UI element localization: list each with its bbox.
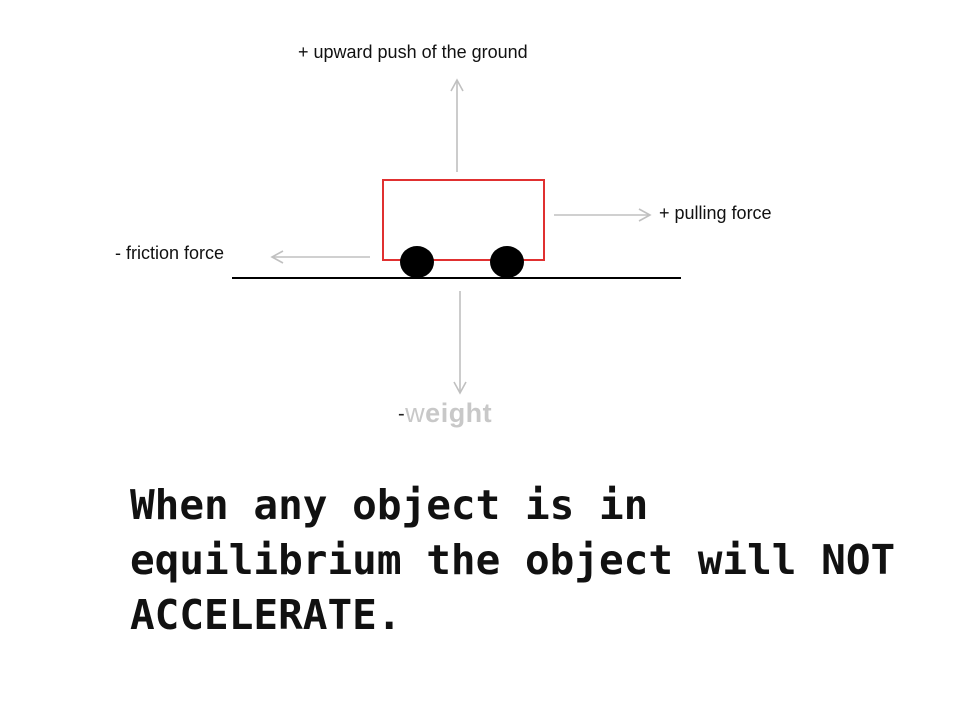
force-diagram — [232, 78, 681, 395]
weight-word-first: w — [405, 398, 426, 428]
equilibrium-statement: When any object is in equilibrium the ob… — [130, 478, 930, 643]
cart-wheel-left — [400, 246, 434, 278]
statement-line-1: When any object is in — [130, 481, 649, 529]
pulling-force-label: + pulling force — [659, 203, 772, 223]
weight-label: -weight — [398, 400, 492, 427]
cart-body — [382, 179, 545, 261]
statement-line-3: ACCELERATE. — [130, 591, 402, 639]
friction-force-label: - friction force — [115, 243, 225, 263]
statement-line-2: equilibrium the object will NOT — [130, 536, 896, 584]
cart-wheel-right — [490, 246, 524, 278]
weight-word-rest: eight — [425, 398, 493, 428]
weight-sign: - — [398, 403, 406, 425]
upward-force-label: + upward push of the ground — [298, 42, 528, 62]
